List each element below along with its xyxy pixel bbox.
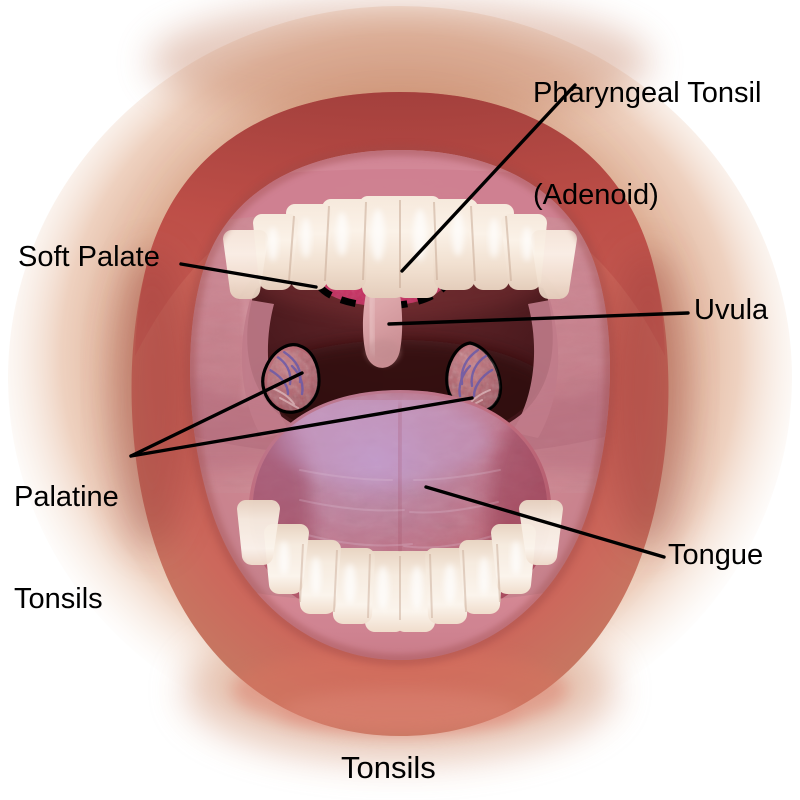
leader-palatine-tonsil-right xyxy=(129,396,474,458)
leader-pharyngeal-tonsil xyxy=(400,83,577,273)
leader-soft-palate xyxy=(179,262,318,289)
label-uvula: Uvula xyxy=(694,294,769,326)
label-pharyngeal-tonsil-line2: (Adenoid) xyxy=(533,179,659,211)
label-palatine-tonsils-line1: Palatine xyxy=(14,481,119,513)
leader-uvula xyxy=(387,311,690,326)
lower-teeth xyxy=(237,500,563,632)
leader-tongue xyxy=(424,485,666,559)
label-soft-palate: Soft Palate xyxy=(18,241,160,273)
label-pharyngeal-tonsil: Pharyngeal Tonsil (Adenoid) xyxy=(533,8,761,280)
upper-teeth xyxy=(223,196,577,300)
uvula-structure xyxy=(362,279,403,368)
oral-cavity xyxy=(190,150,610,660)
leader-lines xyxy=(129,83,690,559)
label-tongue: Tongue xyxy=(668,539,764,571)
label-palatine-tonsils: Palatine Tonsils xyxy=(14,412,119,684)
label-pharyngeal-tonsil-line1: Pharyngeal Tonsil xyxy=(533,77,762,109)
leader-palatine-tonsil-left xyxy=(129,371,304,458)
figure-caption: Tonsils xyxy=(341,750,436,785)
mouth-opening-rim xyxy=(184,143,616,667)
label-palatine-tonsils-line2: Tonsils xyxy=(14,583,103,615)
